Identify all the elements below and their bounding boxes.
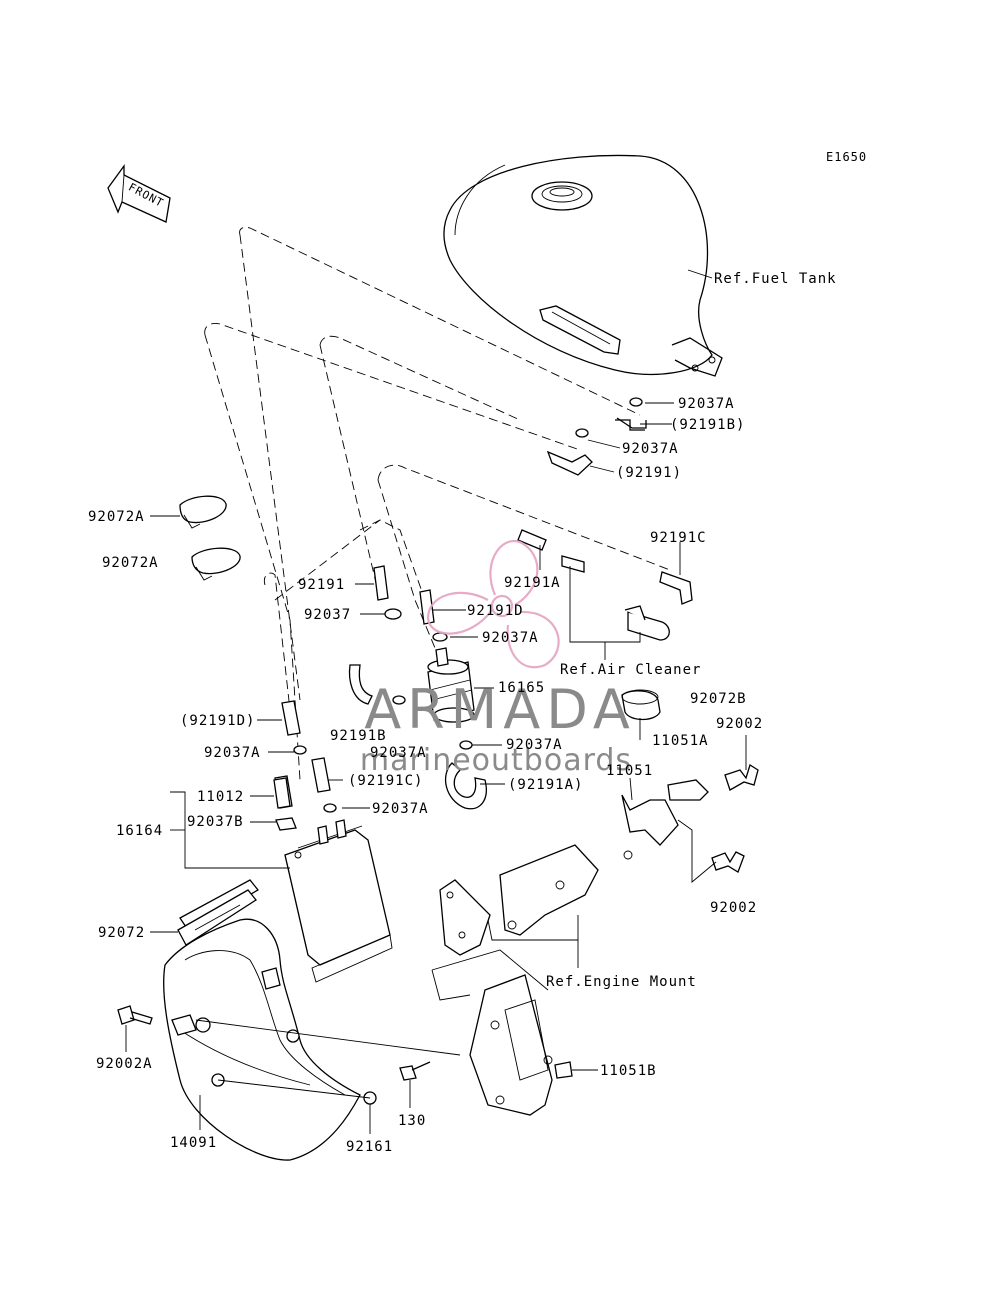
- label-ref-fuel-tank: Ref.Fuel Tank: [714, 271, 837, 287]
- label-92037A: 92037A: [370, 745, 427, 761]
- label-92191B-ref: (92191B): [670, 417, 745, 433]
- air-cleaner-fittings: [561, 555, 670, 641]
- label-92037: 92037: [304, 607, 351, 623]
- wm-blade: [426, 591, 493, 635]
- hose-runs: [204, 226, 671, 781]
- label-92037A: 92037A: [506, 737, 563, 753]
- label-92191C-ref: (92191C): [348, 773, 423, 789]
- label-92072A: 92072A: [88, 509, 145, 525]
- label-92037B: 92037B: [187, 814, 244, 830]
- label-92037A: 92037A: [482, 630, 539, 646]
- label-14091: 14091: [170, 1135, 217, 1151]
- watermark-tagline: marineoutboards: [360, 743, 632, 778]
- bracket-92072: [177, 879, 259, 946]
- part-labels: Ref.Fuel Tank 92037A (92191B) 92037A (92…: [88, 271, 837, 1155]
- label-92191: 92191: [298, 577, 345, 593]
- label-11051: 11051: [606, 763, 653, 779]
- fuel-tank: [443, 154, 723, 377]
- label-92161: 92161: [346, 1139, 393, 1155]
- bands-92072A: [179, 495, 241, 581]
- clamps: [275, 397, 643, 831]
- label-92002: 92002: [716, 716, 763, 732]
- label-92072: 92072: [98, 925, 145, 941]
- label-ref-engine-mount: Ref.Engine Mount: [546, 974, 697, 990]
- label-92072B: 92072B: [690, 691, 747, 707]
- label-92037A: 92037A: [204, 745, 261, 761]
- label-92002A: 92002A: [96, 1056, 153, 1072]
- small-hardware: [273, 689, 759, 873]
- wm-hub: [490, 594, 514, 618]
- label-92037A: 92037A: [622, 441, 679, 457]
- wm-blade: [506, 610, 560, 669]
- label-92002: 92002: [710, 900, 757, 916]
- cover-14091: [163, 918, 361, 1161]
- label-ref-air-cleaner: Ref.Air Cleaner: [560, 662, 701, 678]
- engine-mount: [431, 844, 599, 1116]
- label-92191C: 92191C: [650, 530, 707, 546]
- label-16164: 16164: [116, 823, 163, 839]
- label-92191B: 92191B: [330, 728, 387, 744]
- diagram-code: E1650: [826, 150, 867, 164]
- wm-blade: [489, 539, 539, 606]
- label-11051B: 11051B: [600, 1063, 657, 1079]
- label-16165: 16165: [498, 680, 545, 696]
- fasteners-lower: [117, 1005, 431, 1105]
- watermark-logo-icon: [426, 539, 560, 669]
- label-92191A-ref: (92191A): [508, 777, 583, 793]
- label-92191-ref: (92191): [616, 465, 682, 481]
- filter-16165: [427, 647, 475, 723]
- label-11012: 11012: [197, 789, 244, 805]
- label-92191A: 92191A: [504, 575, 561, 591]
- leader-lines: [125, 269, 747, 1134]
- label-92191D: 92191D: [467, 603, 524, 619]
- canister-16164: [284, 819, 393, 983]
- label-92072A: 92072A: [102, 555, 159, 571]
- label-130: 130: [398, 1113, 426, 1129]
- label-92037A: 92037A: [678, 396, 735, 412]
- label-11051A: 11051A: [652, 733, 709, 749]
- label-92037A: 92037A: [372, 801, 429, 817]
- watermark-brand: ARMADA: [364, 678, 636, 741]
- front-arrow-icon: FRONT: [107, 164, 171, 223]
- label-92191D-ref: (92191D): [180, 713, 255, 729]
- hose-segments: [274, 417, 693, 810]
